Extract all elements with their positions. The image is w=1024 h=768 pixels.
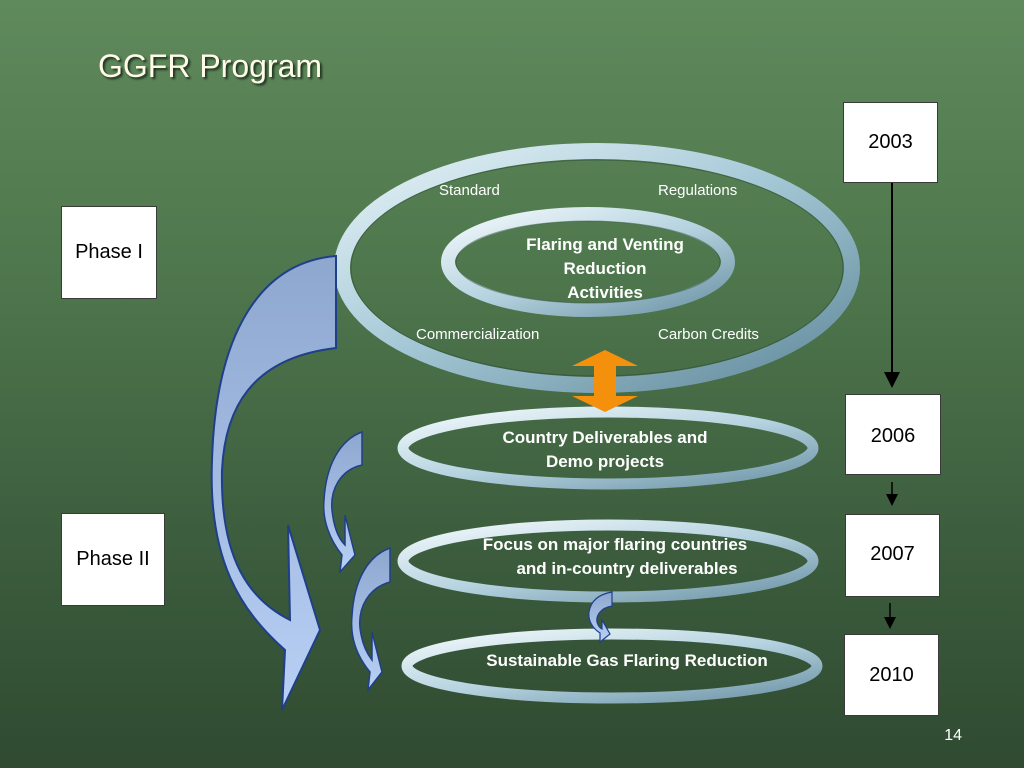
year-2010-label: 2010: [869, 663, 914, 686]
year-2003-box: 2003: [843, 102, 938, 183]
carbon-credits-label: Carbon Credits: [658, 326, 759, 343]
inner-ring-text: Flaring and Venting Reduction Activities: [505, 233, 705, 305]
country-line-2: Demo projects: [545, 452, 665, 471]
inner-ring-line-1: Flaring and Venting: [526, 235, 684, 254]
commercialization-label: Commercialization: [416, 326, 540, 343]
year-2010-box: 2010: [844, 634, 939, 716]
sustainable-ring: [401, 628, 823, 704]
phase-1-box: Phase I: [61, 206, 157, 299]
phase-curved-arrow-icon: [210, 254, 337, 711]
regulations-label: Regulations: [658, 182, 738, 199]
year-2007-box: 2007: [845, 514, 940, 597]
slide-title: GGFR Program: [98, 48, 323, 84]
phase-1-label: Phase I: [75, 241, 143, 263]
sustainable-line: Sustainable Gas Flaring Reduction: [486, 651, 768, 670]
focus-countries-text: Focus on major flaring countries and in-…: [450, 533, 780, 581]
small-curved-arrow-2-icon: [350, 546, 391, 693]
standard-label: Standard: [439, 182, 500, 199]
country-line-1: Country Deliverables and: [502, 428, 708, 447]
page-number: 14: [944, 727, 962, 744]
year-2006-label: 2006: [870, 425, 916, 447]
year-2007-label: 2007: [870, 543, 915, 565]
country-deliverables-text: Country Deliverables and Demo projects: [460, 426, 750, 474]
year-2006-box: 2006: [845, 394, 941, 475]
focus-line-1: Focus on major flaring countries: [482, 535, 748, 554]
phase-2-box: Phase II: [61, 513, 165, 606]
small-curved-arrow-1-icon: [322, 430, 363, 575]
country-ring: [397, 406, 819, 490]
double-arrow-icon: [572, 350, 638, 412]
small-curved-arrow-3-icon: [588, 591, 613, 644]
year-2003-label: 2003: [868, 131, 913, 153]
sustainable-text: Sustainable Gas Flaring Reduction: [460, 649, 794, 673]
phase-2-label: Phase II: [76, 548, 150, 570]
inner-ring-line-3: Activities: [567, 283, 643, 302]
inner-ring-line-2: Reduction: [563, 259, 647, 278]
inner-ring: [441, 207, 735, 317]
focus-line-2: and in-country deliverables: [516, 559, 738, 578]
